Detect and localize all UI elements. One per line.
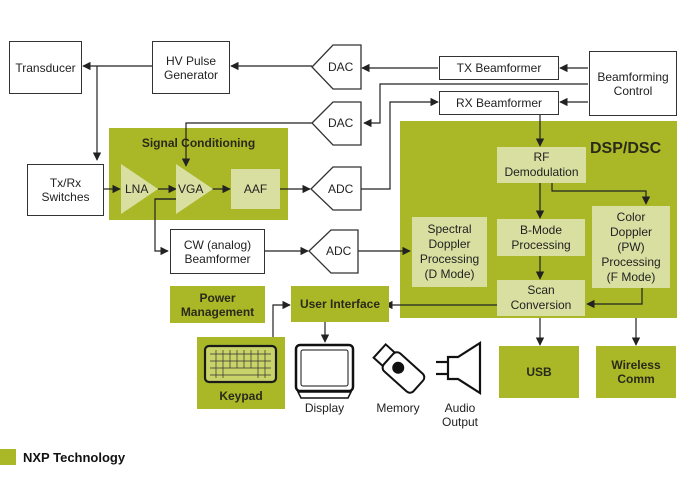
txrx-switches-block: Tx/Rx Switches: [27, 164, 104, 216]
vga-label: VGA: [178, 182, 204, 196]
usb-block: USB: [499, 346, 579, 398]
hv-pulse-line2: Generator: [163, 67, 219, 82]
adc-main-label: ADC: [328, 182, 354, 196]
scan-line2: Conversion: [510, 298, 572, 312]
adc-cw-label: ADC: [326, 244, 352, 258]
scan-conversion-block: Scan Conversion: [497, 280, 585, 316]
color-doppler-block: Color Doppler (PW) Processing (F Mode): [592, 206, 670, 288]
spectral-doppler-block: Spectral Doppler Processing (D Mode): [412, 217, 487, 287]
legend-swatch-icon: [0, 449, 16, 465]
dac-rx-shape: [311, 101, 362, 146]
spectral-line2: Doppler: [428, 237, 471, 251]
arrow-dac2-to-vga: [181, 122, 312, 167]
transducer-block: Transducer: [9, 41, 82, 94]
bmode-line2: Processing: [511, 237, 571, 252]
user-interface-block: User Interface: [291, 286, 389, 322]
cw-beamformer-block: CW (analog) Beamformer: [170, 229, 265, 274]
color-line3: (PW): [617, 239, 645, 254]
arrow-ctrl-to-dac2: [363, 83, 588, 128]
tx-beamformer-block: TX Beamformer: [439, 56, 559, 80]
spectral-line1: Spectral: [427, 222, 472, 236]
bf-control-line1: Beamforming: [597, 69, 669, 84]
memory-label: Memory: [376, 401, 420, 415]
adc-cw-shape: [308, 229, 359, 274]
color-line1: Color: [616, 209, 646, 224]
rf-demodulation-block: RF Demodulation: [497, 147, 586, 183]
bf-control-line2: Control: [613, 83, 653, 98]
aaf-label: AAF: [243, 181, 268, 196]
arrow-adc-to-rxbf: [361, 97, 439, 190]
wireless-line1: Wireless: [611, 358, 661, 372]
dac-tx-shape: [311, 44, 362, 90]
tx-beamformer-label: TX Beamformer: [456, 61, 542, 75]
legend: NXP Technology: [0, 447, 125, 467]
wireless-line2: Comm: [617, 372, 655, 386]
user-interface-label: User Interface: [299, 297, 381, 311]
lna-label: LNA: [125, 182, 149, 196]
dsp-title: DSP/DSC: [590, 140, 662, 157]
scan-line1: Scan: [527, 283, 555, 297]
audio-output-label: Audio Output: [432, 401, 488, 429]
bmode-line1: B-Mode: [519, 222, 563, 237]
wireless-comm-block: Wireless Comm: [596, 346, 676, 398]
arrow-rfdemod-to-color: [551, 183, 651, 205]
adc-main-shape: [310, 166, 362, 211]
txrx-line1: Tx/Rx: [49, 176, 82, 190]
power-line1: Power: [199, 290, 236, 305]
transducer-label: Transducer: [15, 60, 76, 75]
spectral-line3: Processing: [419, 252, 480, 266]
audio-line2: Output: [441, 415, 479, 429]
rx-beamformer-label: RX Beamformer: [455, 96, 543, 110]
vga-shape: [176, 164, 213, 214]
rf-line2: Demodulation: [504, 165, 579, 179]
usb-label: USB: [526, 365, 552, 379]
aaf-block: AAF: [231, 169, 280, 209]
dac-tx-label: DAC: [328, 60, 354, 74]
hv-pulse-generator-block: HV Pulse Generator: [152, 41, 230, 94]
rf-line1: RF: [533, 150, 550, 164]
cw-line1: CW (analog): [183, 237, 252, 252]
power-management-block: Power Management: [170, 286, 265, 323]
keypad-label: Keypad: [219, 389, 263, 403]
hv-pulse-line1: HV Pulse: [165, 53, 217, 68]
audio-line1: Audio: [444, 401, 476, 415]
lna-shape: [121, 164, 158, 214]
bmode-block: B-Mode Processing: [497, 219, 585, 256]
rx-beamformer-block: RX Beamformer: [439, 91, 559, 115]
legend-label: NXP Technology: [23, 449, 126, 465]
arrow-color-to-scan: [586, 288, 643, 309]
spectral-line4: (D Mode): [424, 267, 475, 281]
beamforming-control-block: Beamforming Control: [589, 51, 677, 116]
color-line2: Doppler: [609, 224, 653, 239]
color-line4: Processing: [601, 254, 661, 269]
txrx-line2: Switches: [41, 190, 90, 204]
power-line2: Management: [180, 304, 255, 319]
color-line5: (F Mode): [606, 269, 656, 284]
arrow-keypad-to-ui: [272, 300, 291, 346]
display-label: Display: [304, 401, 345, 415]
signal-conditioning-title: Signal Conditioning: [141, 136, 256, 150]
dac-rx-label: DAC: [328, 116, 354, 130]
cw-line2: Beamformer: [184, 251, 251, 266]
